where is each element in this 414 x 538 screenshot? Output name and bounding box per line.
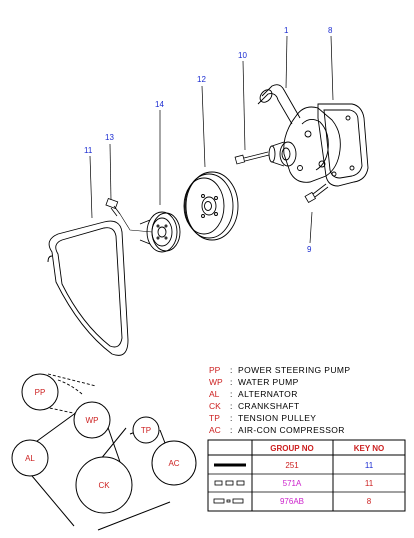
table-key-571a: 11 (365, 479, 374, 488)
callout-14: 14 (155, 100, 164, 109)
table-header-group: GROUP NO (270, 444, 313, 453)
label-al: AL (25, 454, 35, 463)
legend-sep-ck: : (230, 401, 233, 411)
legend-desc-wp: WATER PUMP (238, 377, 299, 387)
table-group-976ab: 976AB (280, 497, 304, 506)
callout-8: 8 (328, 26, 333, 35)
leader-lines (89, 35, 334, 244)
legend-sep-tp: : (230, 413, 233, 423)
bolt-10 (234, 151, 270, 165)
table-group-251: 251 (285, 461, 299, 470)
line-style-double-dash (214, 480, 245, 486)
legend-desc-tp: TENSION PULLEY (238, 413, 316, 423)
bolt-13 (105, 197, 121, 217)
line-style-long-short-dash (213, 498, 244, 504)
table-group-571a: 571A (283, 479, 302, 488)
water-pump-pulley (183, 171, 239, 241)
legend-sep-wp: : (230, 377, 233, 387)
pulley-ac (151, 440, 197, 486)
group-key-table: GROUP NO KEY NO 251 11 571A 11 976AB 8 (207, 439, 406, 512)
table-key-251: 11 (365, 461, 374, 470)
legend: PP : POWER STEERING PUMP WP : WATER PUMP… (209, 365, 350, 435)
legend-sep-pp: : (230, 365, 233, 375)
legend-code-wp: WP (209, 377, 223, 387)
table-header-key: KEY NO (354, 444, 385, 453)
legend-desc-ac: AIR-CON COMPRESSOR (238, 425, 345, 435)
label-ck: CK (98, 481, 110, 490)
table-key-976ab: 8 (367, 497, 372, 506)
legend-desc-ck: CRANKSHAFT (238, 401, 300, 411)
bolt-9 (304, 183, 329, 204)
v-belt (47, 220, 129, 356)
callout-13: 13 (105, 133, 114, 142)
legend-code-al: AL (209, 389, 220, 399)
pulley-pp (21, 373, 59, 411)
dashed-leader-13 (119, 213, 153, 233)
legend-desc-pp: POWER STEERING PUMP (238, 365, 350, 375)
pulley-tp (132, 416, 160, 444)
label-ac: AC (168, 459, 179, 468)
pulley-al (11, 439, 49, 477)
callout-10: 10 (238, 51, 247, 60)
callout-1: 1 (284, 26, 289, 35)
legend-sep-ac: : (230, 425, 233, 435)
pulley-wp (73, 401, 111, 439)
label-pp: PP (35, 388, 46, 397)
legend-desc-al: ALTERNATOR (238, 389, 298, 399)
idler-pulley (139, 211, 181, 253)
pulley-ck (75, 456, 133, 514)
legend-code-pp: PP (209, 365, 221, 375)
callout-12: 12 (197, 75, 206, 84)
legend-sep-al: : (230, 389, 233, 399)
callout-11: 11 (84, 146, 93, 155)
legend-code-tp: TP (209, 413, 220, 423)
water-pump-assembly (257, 84, 369, 187)
legend-code-ac: AC (209, 425, 221, 435)
legend-code-ck: CK (209, 401, 221, 411)
label-wp: WP (86, 416, 99, 425)
pulley-layout-diagram: PP WP AL CK TP AC (11, 373, 197, 531)
callout-9: 9 (307, 245, 312, 254)
label-tp: TP (141, 426, 151, 435)
